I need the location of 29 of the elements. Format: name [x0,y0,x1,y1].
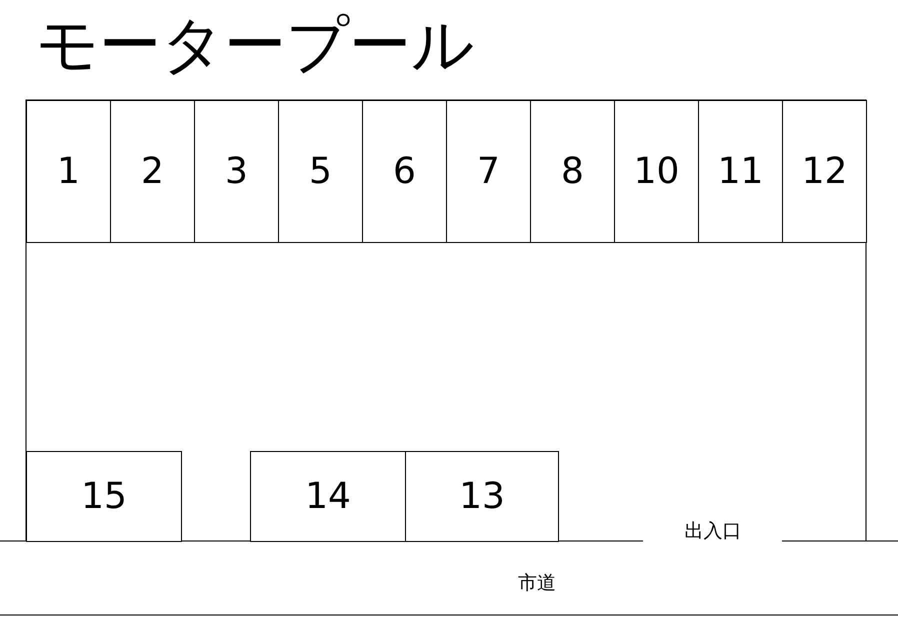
parking-space [110,100,195,243]
parking-space [362,100,447,243]
space-number: 3 [225,151,248,192]
parking-space [782,100,867,243]
space-number: 7 [477,151,500,192]
space-number: 13 [459,476,505,517]
space-number: 11 [718,151,764,192]
title: モータープール [36,14,474,76]
parking-space [278,100,363,243]
space-number: 10 [634,151,680,192]
parking-space [194,100,279,243]
road-label: 市道 [518,571,556,596]
space-number: 8 [561,151,584,192]
space-number: 15 [81,476,127,517]
space-number: 12 [802,151,848,192]
parking-space [614,100,699,243]
entrance-label: 出入口 [684,519,742,544]
parking-space [530,100,615,243]
parking-space [446,100,531,243]
parking-space [250,451,406,542]
parking-space [26,100,111,243]
space-number: 2 [141,151,164,192]
parking-space [26,451,182,542]
space-number: 5 [309,151,332,192]
space-number: 14 [305,476,351,517]
space-number: 6 [393,151,416,192]
space-number: 1 [57,151,80,192]
parking-space [698,100,783,243]
parking-space [405,451,559,542]
